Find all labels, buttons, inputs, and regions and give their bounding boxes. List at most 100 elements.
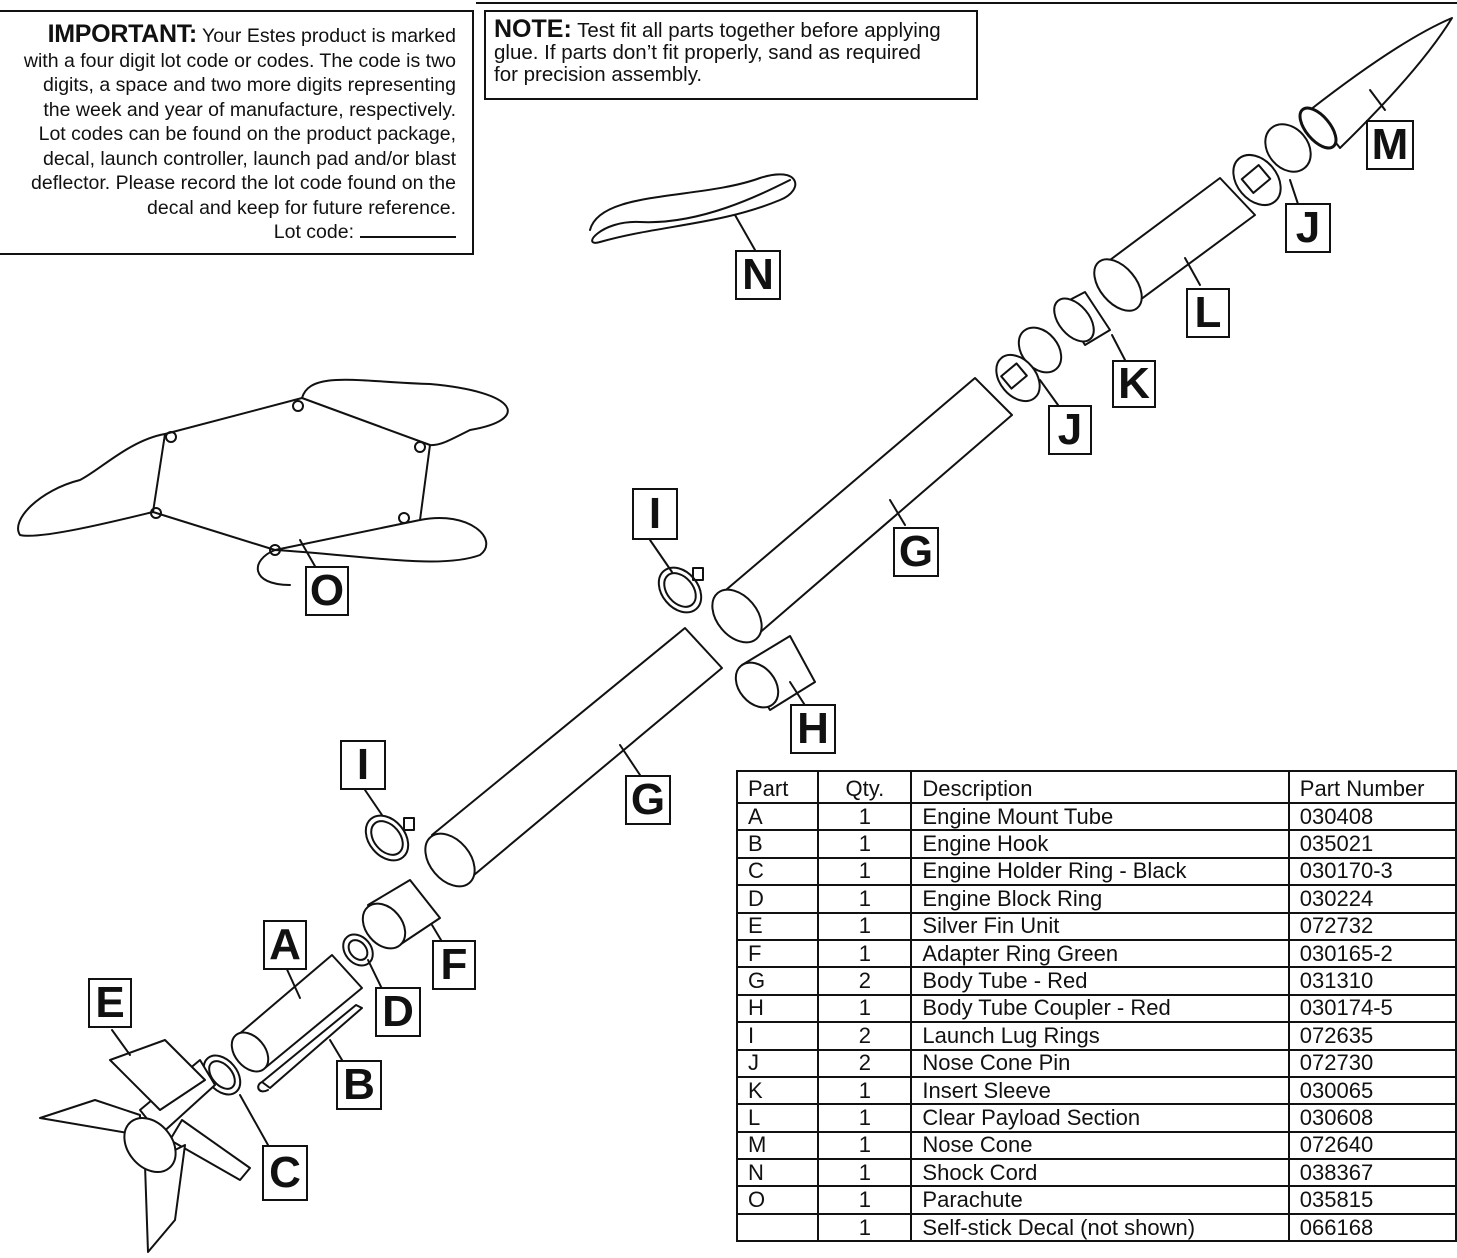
label-e: E (88, 978, 132, 1028)
label-k: K (1112, 360, 1156, 408)
note-line-0: Test fit all parts together before apply… (577, 19, 941, 42)
note-heading: NOTE: (494, 15, 572, 43)
nose-cone-m (1298, 17, 1453, 150)
cell-description: Nose Cone Pin (910, 1048, 1290, 1078)
cell-qty: 1 (817, 884, 913, 914)
label-h: H (790, 704, 836, 754)
cell-description: Parachute (910, 1185, 1290, 1215)
header-qty: Qty. (817, 770, 913, 804)
cell-part: C (735, 856, 820, 887)
cell-part: J (735, 1048, 820, 1078)
cell-part-number: 038367 (1287, 1158, 1457, 1188)
label-a: A (263, 920, 307, 970)
label-i-upper: I (632, 488, 678, 540)
cell-part: A (735, 801, 820, 832)
cell-part: L (735, 1103, 820, 1133)
cell-part-number: 072635 (1287, 1021, 1457, 1051)
important-line-7: decal and keep for future reference. (147, 196, 456, 219)
important-line-2: digits, a space and two more digits repr… (43, 74, 456, 96)
cell-part-number: 066168 (1287, 1212, 1457, 1243)
cell-description: Body Tube - Red (910, 966, 1290, 996)
body-tube-coupler-h (734, 635, 816, 711)
important-line-0: Your Estes product is marked (202, 25, 456, 47)
cell-qty: 1 (817, 1130, 913, 1161)
cell-qty: 1 (817, 856, 913, 887)
cell-qty: 1 (817, 993, 913, 1024)
cell-qty: 1 (817, 1212, 913, 1243)
cell-part-number: 030408 (1287, 801, 1457, 832)
cell-qty: 1 (817, 801, 913, 832)
label-j-top: J (1285, 203, 1331, 253)
cell-part: N (735, 1158, 820, 1188)
label-i-lower: I (340, 740, 386, 790)
cell-part: O (735, 1185, 820, 1215)
note-line-2: for precision assembly. (494, 63, 703, 86)
label-n: N (735, 250, 781, 300)
cell-qty: 2 (817, 1021, 913, 1051)
cell-part: M (735, 1130, 820, 1161)
cell-part: K (735, 1075, 820, 1106)
cell-part-number: 031310 (1287, 966, 1457, 996)
label-c: C (262, 1145, 308, 1201)
cell-part-number: 030165-2 (1287, 938, 1457, 969)
cell-description: Shock Cord (910, 1158, 1290, 1188)
cell-part (735, 1212, 820, 1243)
lot-code-label: Lot code: (273, 221, 354, 243)
cell-description: Clear Payload Section (910, 1103, 1290, 1133)
cell-part: B (735, 829, 820, 859)
label-d: D (375, 987, 421, 1037)
note-line-1: glue. If parts don’t fit properly, sand … (494, 41, 921, 64)
important-heading: IMPORTANT: (47, 20, 198, 48)
silver-fin-unit-e (39, 1029, 251, 1253)
cell-part-number: 072732 (1287, 911, 1457, 941)
lot-code-blank[interactable] (360, 236, 456, 238)
cell-part-number: 035815 (1287, 1185, 1457, 1215)
label-o: O (305, 566, 349, 616)
cell-part: D (735, 884, 820, 914)
nose-cone-pin-j-lower (995, 326, 1063, 406)
header-description: Description (910, 770, 1290, 804)
cell-part: H (735, 993, 820, 1024)
cell-description: Body Tube Coupler - Red (910, 993, 1290, 1024)
table-header-row: Part Qty. Description Part Number (735, 770, 1457, 804)
cell-part-number: 030608 (1287, 1103, 1457, 1133)
cell-part: F (735, 938, 820, 969)
header-part: Part (735, 770, 820, 804)
cell-part-number: 030174-5 (1287, 993, 1457, 1024)
label-j-lower: J (1048, 405, 1092, 455)
important-line-3: the week and year of manufacture, respec… (43, 98, 456, 121)
adapter-ring-f (361, 879, 451, 956)
cell-description: Self-stick Decal (not shown) (910, 1212, 1290, 1243)
cell-description: Launch Lug Rings (910, 1021, 1290, 1051)
parachute-o (17, 378, 509, 586)
label-g-lower: G (625, 775, 671, 825)
important-notice: IMPORTANT: Your Estes product is marked … (0, 10, 474, 255)
cell-qty: 1 (817, 1158, 913, 1188)
engine-mount-tube-a (230, 954, 363, 1073)
shock-cord-n (589, 173, 797, 251)
cell-qty: 1 (817, 1185, 913, 1215)
lot-code-row: Lot code: (0, 220, 456, 245)
cell-part-number: 030065 (1287, 1075, 1457, 1106)
cell-qty: 1 (817, 911, 913, 941)
note-notice: NOTE: Test fit all parts together before… (484, 10, 978, 100)
important-line-1: with a four digit lot code or codes. The… (23, 49, 456, 72)
launch-lug-ring-i-lower (364, 789, 415, 862)
cell-part: I (735, 1021, 820, 1051)
launch-lug-ring-i-upper (649, 539, 704, 614)
